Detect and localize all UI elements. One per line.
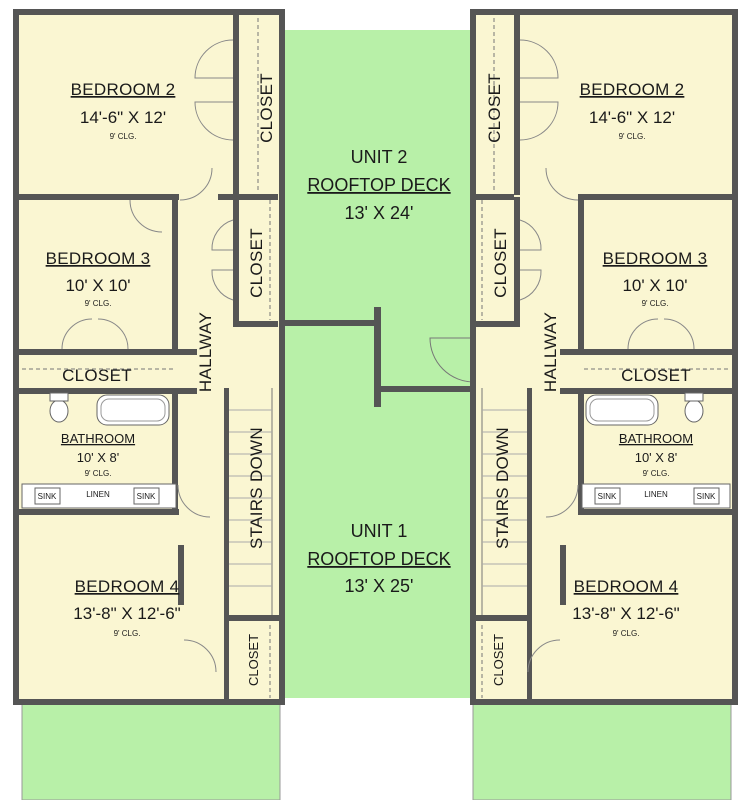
left-bedroom3-label: BEDROOM 3 bbox=[46, 249, 151, 268]
left-bedroom2-size: 14'-6" X 12' bbox=[80, 108, 166, 127]
right-bedroom3-label: BEDROOM 3 bbox=[603, 249, 708, 268]
deck-unit2-subtitle: ROOFTOP DECK bbox=[307, 175, 450, 195]
left-bedroom4-size: 13'-8" X 12'-6" bbox=[73, 604, 180, 623]
left-bedroom3-size: 10' X 10' bbox=[65, 276, 130, 295]
right-linen-label: LINEN bbox=[644, 490, 668, 499]
left-bathroom-size: 10' X 8' bbox=[77, 450, 120, 465]
left-bedroom4-label: BEDROOM 4 bbox=[75, 577, 180, 596]
right-bedroom4-label: BEDROOM 4 bbox=[574, 577, 679, 596]
left-closet-top-label: CLOSET bbox=[257, 73, 276, 143]
right-closet-bottom-label: CLOSET bbox=[491, 634, 506, 686]
right-bedroom3-size: 10' X 10' bbox=[622, 276, 687, 295]
left-closet-bottom-label: CLOSET bbox=[246, 634, 261, 686]
right-bedroom2-label: BEDROOM 2 bbox=[580, 80, 685, 99]
right-sink1-label: SINK bbox=[598, 492, 617, 501]
left-unit bbox=[13, 9, 285, 705]
right-hallway-label: HALLWAY bbox=[541, 312, 560, 392]
deck-divider-wall-right bbox=[378, 386, 474, 392]
right-stairs-label: STAIRS DOWN bbox=[493, 427, 512, 549]
right-bathroom-ceiling: 9' CLG. bbox=[643, 469, 670, 478]
left-sink1-label: SINK bbox=[38, 492, 57, 501]
deck-divider-wall-vertical bbox=[374, 307, 381, 407]
left-closet-b3-label: CLOSET bbox=[62, 366, 132, 385]
right-bathroom-label: BATHROOM bbox=[619, 431, 693, 446]
porch-left bbox=[21, 699, 281, 800]
left-closet-mid-label: CLOSET bbox=[247, 228, 266, 298]
right-sink2-label: SINK bbox=[697, 492, 716, 501]
porch-right bbox=[472, 699, 732, 800]
deck-divider-wall-left bbox=[282, 320, 378, 326]
right-bedroom2-ceiling: 9' CLG. bbox=[619, 132, 646, 141]
deck-unit2-title: UNIT 2 bbox=[351, 147, 408, 167]
deck-door-swing bbox=[429, 337, 475, 383]
deck-unit2-size: 13' X 24' bbox=[345, 203, 414, 223]
left-bedroom3-ceiling: 9' CLG. bbox=[85, 299, 112, 308]
left-bedroom4-ceiling: 9' CLG. bbox=[114, 629, 141, 638]
left-bedroom2-ceiling: 9' CLG. bbox=[110, 132, 137, 141]
right-bedroom4-ceiling: 9' CLG. bbox=[613, 629, 640, 638]
right-bathroom-size: 10' X 8' bbox=[635, 450, 678, 465]
right-closet-mid-label: CLOSET bbox=[491, 228, 510, 298]
right-closet-b3-label: CLOSET bbox=[621, 366, 691, 385]
deck-unit1-title: UNIT 1 bbox=[351, 521, 408, 541]
left-bathroom-ceiling: 9' CLG. bbox=[85, 469, 112, 478]
right-closet-top-label: CLOSET bbox=[485, 73, 504, 143]
left-bedroom2-label: BEDROOM 2 bbox=[71, 80, 176, 99]
deck-unit2-area bbox=[282, 30, 474, 330]
right-bedroom3-ceiling: 9' CLG. bbox=[642, 299, 669, 308]
left-sink2-label: SINK bbox=[137, 492, 156, 501]
left-hallway-label: HALLWAY bbox=[196, 312, 215, 392]
deck-unit1-subtitle: ROOFTOP DECK bbox=[307, 549, 450, 569]
deck-unit1-size: 13' X 25' bbox=[345, 576, 414, 596]
right-bedroom4-size: 13'-8" X 12'-6" bbox=[572, 604, 679, 623]
left-stairs-label: STAIRS DOWN bbox=[247, 427, 266, 549]
left-bathroom-label: BATHROOM bbox=[61, 431, 135, 446]
right-bedroom2-size: 14'-6" X 12' bbox=[589, 108, 675, 127]
right-unit bbox=[470, 9, 738, 705]
left-linen-label: LINEN bbox=[86, 490, 110, 499]
